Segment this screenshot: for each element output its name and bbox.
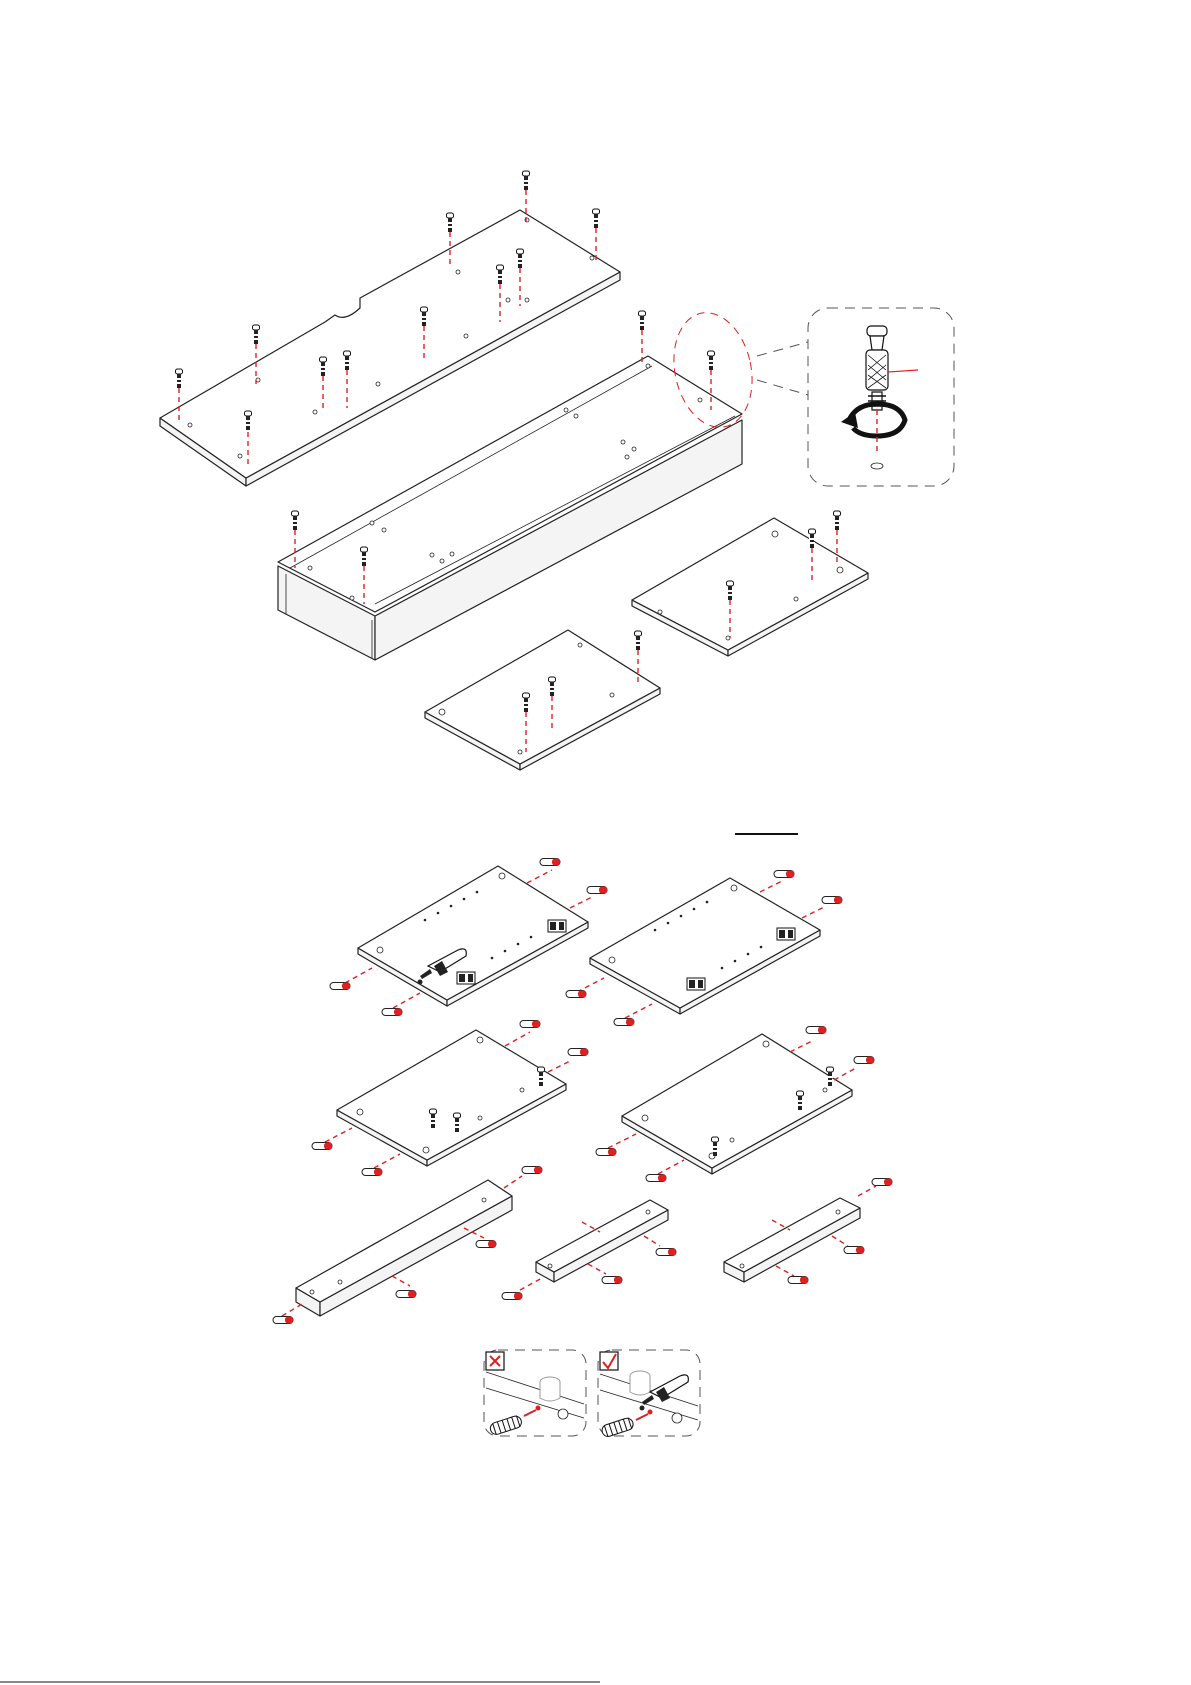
- door-panel-right: [566, 871, 842, 1026]
- cam-bolt-detail-callout: [757, 308, 954, 486]
- receiving-hole-icon: [871, 463, 883, 469]
- wooden-dowel-icon: [330, 983, 350, 990]
- tip-correct: [598, 1350, 700, 1438]
- rail-short-right: [724, 1179, 892, 1284]
- rail-short-middle: [502, 1200, 676, 1300]
- tip-incorrect: [484, 1350, 586, 1436]
- left-side-panel: [425, 630, 660, 770]
- shelf-panel-left: [312, 1021, 588, 1176]
- hinge-icon: [548, 920, 566, 932]
- cam-bolt-icon: [866, 326, 918, 410]
- shelf-panel-right: [596, 1027, 874, 1182]
- right-side-panel: [632, 511, 868, 656]
- hinge-icon: [457, 972, 475, 984]
- rail-long: [273, 1167, 542, 1324]
- door-panel-left: [330, 859, 607, 1016]
